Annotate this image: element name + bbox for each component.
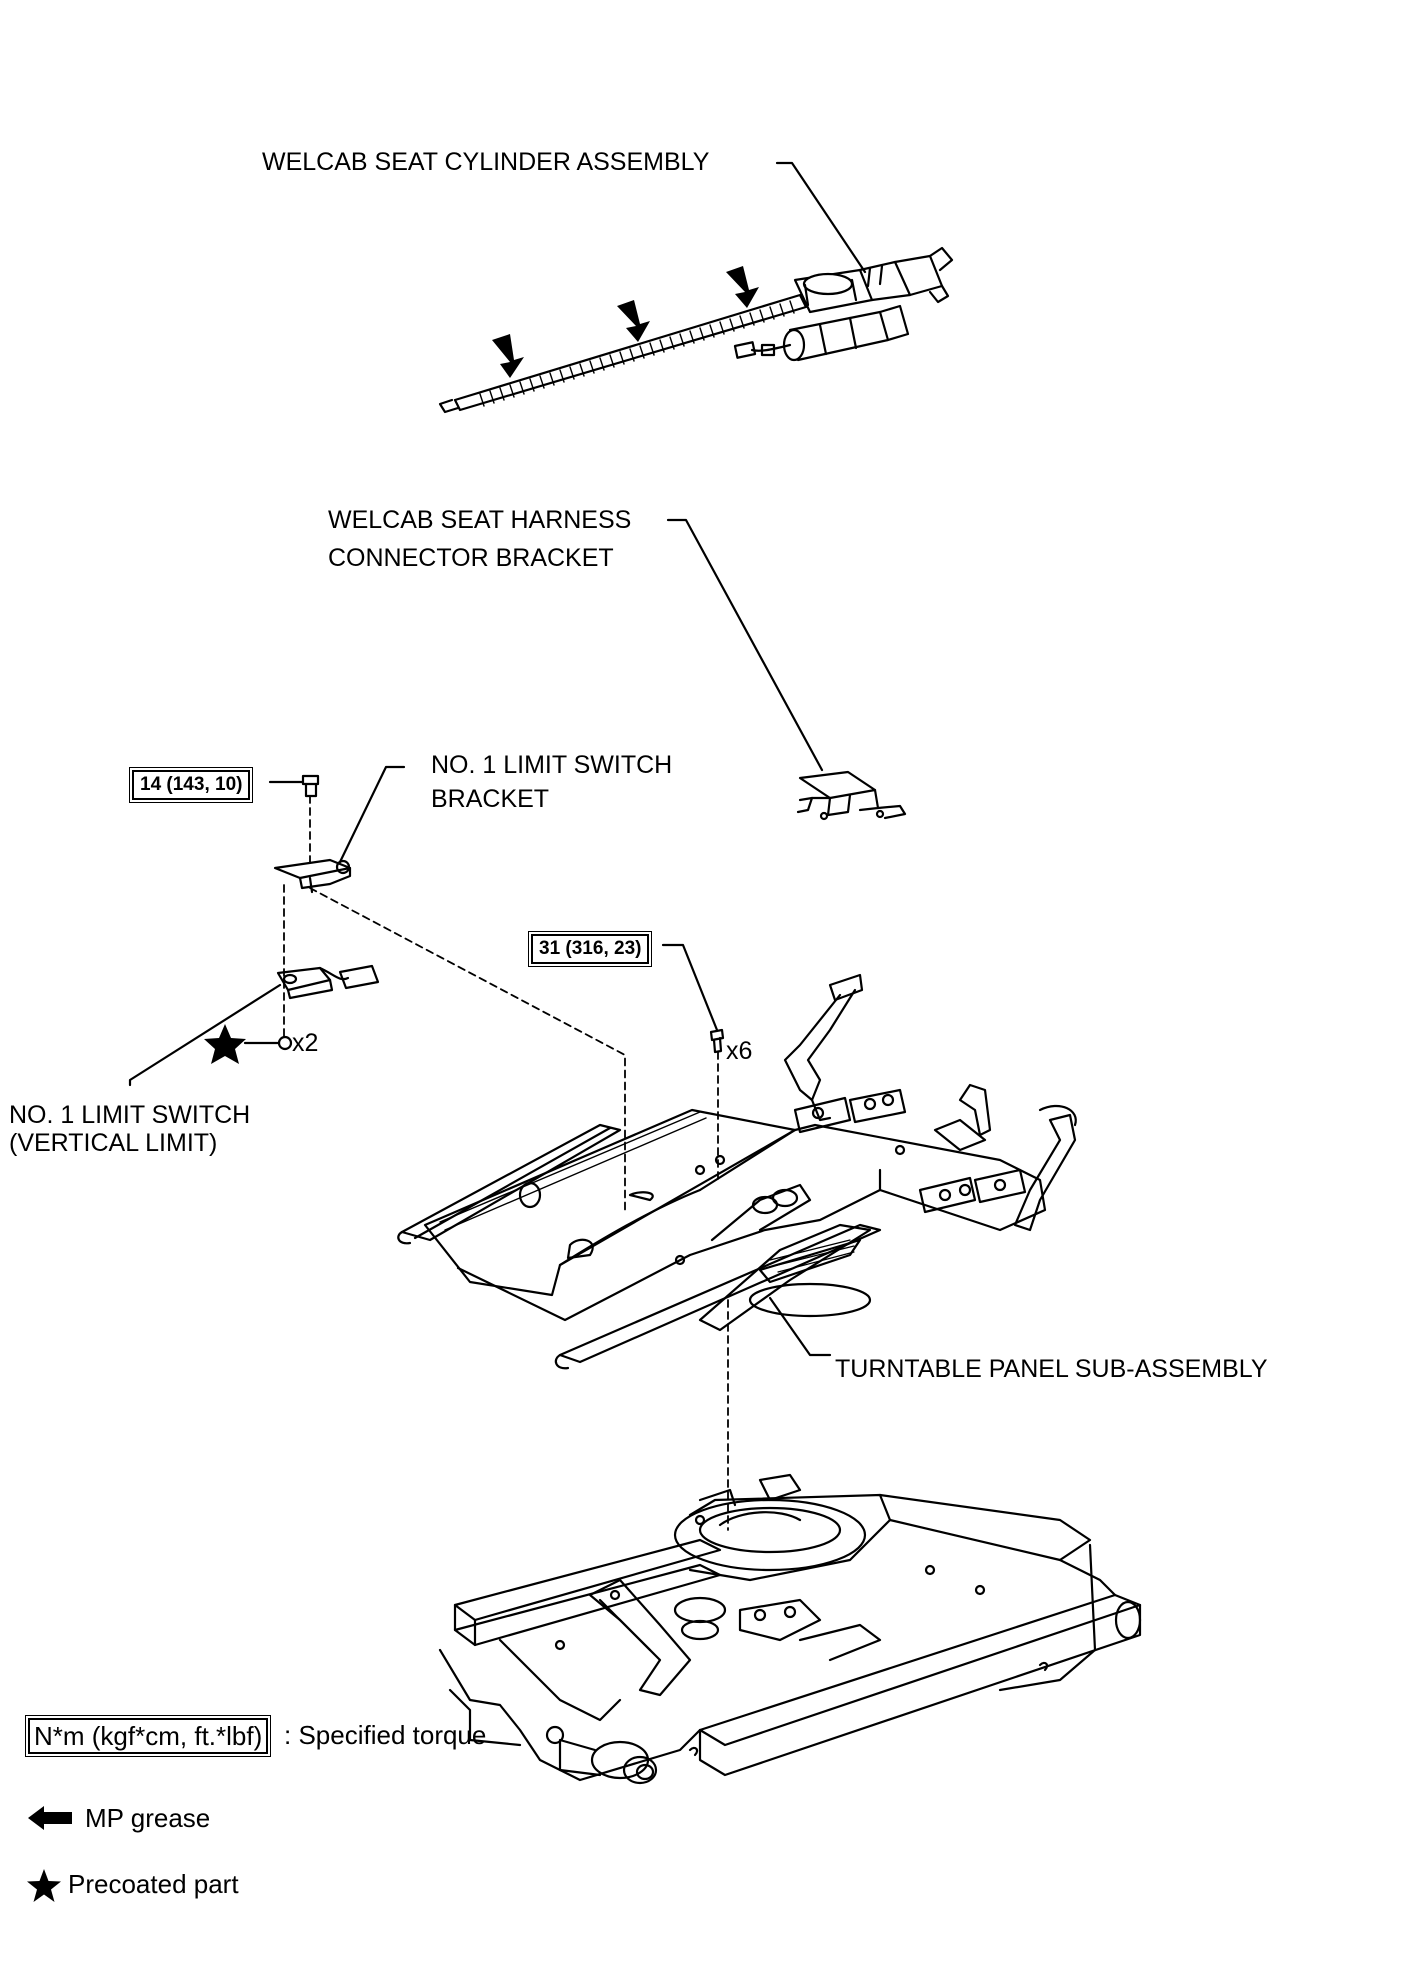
limit-switch-drawing bbox=[128, 964, 380, 1087]
bracket-bolt-torque: 14 (143, 10) bbox=[128, 767, 254, 803]
seat-base-drawing bbox=[438, 1473, 1142, 1785]
turntable-bolt-quantity: x6 bbox=[726, 1037, 753, 1065]
limit-switch-bracket-label-line1: NO. 1 LIMIT SWITCH bbox=[431, 751, 673, 779]
star-icon bbox=[204, 1024, 246, 1064]
torque-legend-box: N*m (kgf*cm, ft.*lbf) bbox=[24, 1715, 272, 1757]
star-icon bbox=[27, 1869, 61, 1902]
harness-bracket-drawing bbox=[666, 518, 907, 821]
cylinder-assembly-drawing bbox=[438, 161, 954, 414]
grease-legend-label: MP grease bbox=[85, 1803, 211, 1833]
limit-switch-label-line1: NO. 1 LIMIT SWITCH bbox=[9, 1101, 251, 1129]
precoat-legend-label: Precoated part bbox=[68, 1869, 239, 1899]
turntable-bolt-torque: 31 (316, 23) bbox=[527, 931, 653, 967]
alignment-lines bbox=[283, 795, 729, 1531]
harness-bracket-label-line2: CONNECTOR BRACKET bbox=[328, 544, 614, 572]
limit-switch-bracket-label-line2: BRACKET bbox=[431, 785, 550, 813]
limit-switch-label-line2: (VERTICAL LIMIT) bbox=[9, 1129, 218, 1157]
harness-bracket-label-line1: WELCAB SEAT HARNESS bbox=[328, 506, 632, 534]
torque-legend-desc: : Specified torque bbox=[284, 1720, 487, 1750]
switch-screw-quantity: x2 bbox=[292, 1029, 319, 1057]
turntable-panel-drawing bbox=[397, 943, 1077, 1370]
turntable-panel-label: TURNTABLE PANEL SUB-ASSEMBLY bbox=[835, 1355, 1268, 1383]
cylinder-assembly-label: WELCAB SEAT CYLINDER ASSEMBLY bbox=[262, 148, 710, 176]
limit-switch-bracket-drawing bbox=[268, 765, 406, 894]
arrow-left-icon bbox=[28, 1806, 72, 1830]
